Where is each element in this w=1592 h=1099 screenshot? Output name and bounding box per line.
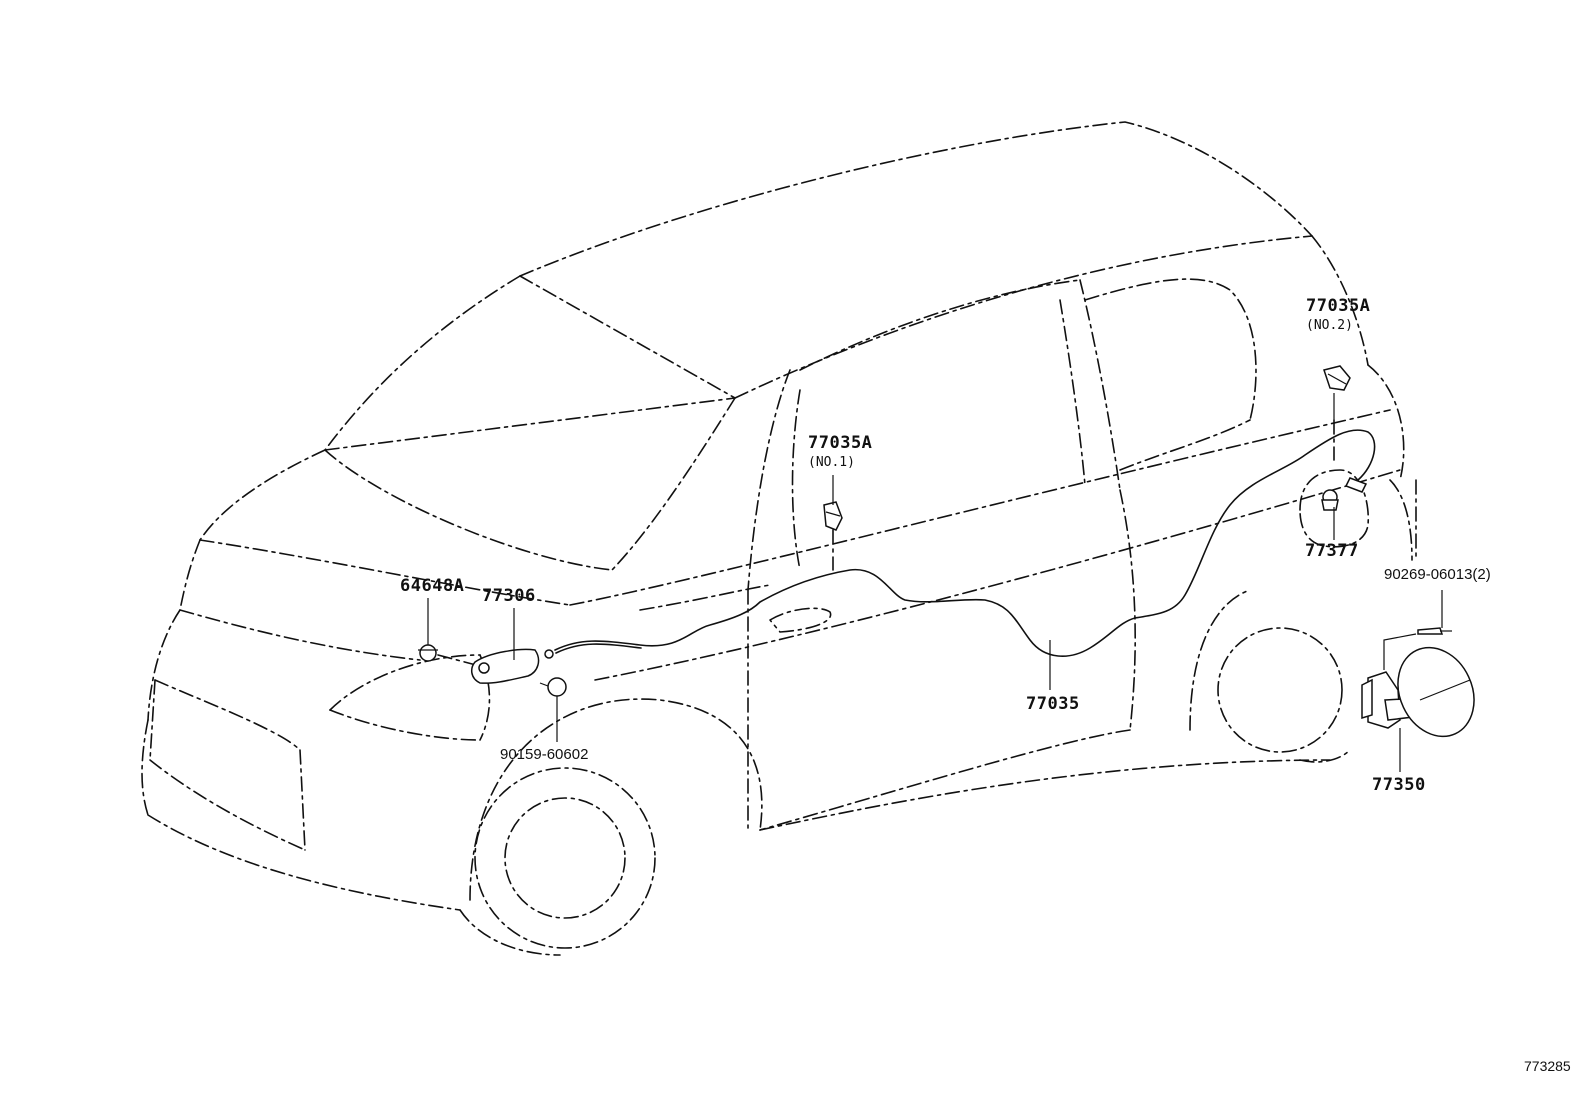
cable-clamp-no2-icon bbox=[1323, 365, 1351, 391]
callout-77035A-no1-part: 77035A bbox=[808, 433, 873, 453]
callout-77035: 77035 bbox=[1026, 694, 1080, 714]
cable-end-icon bbox=[1344, 477, 1368, 493]
callout-90159-60602: 90159-60602 bbox=[500, 746, 589, 763]
grommet-icon bbox=[1321, 489, 1339, 511]
callout-77306: 77306 bbox=[482, 586, 536, 606]
callout-90269-06013: 90269-06013(2) bbox=[1384, 566, 1491, 583]
small-screw-icon bbox=[1417, 627, 1452, 635]
callout-77035A-no2-part: 77035A bbox=[1306, 296, 1371, 316]
cable-clamp-no1-icon bbox=[823, 501, 843, 531]
screw-icon bbox=[539, 677, 567, 697]
callout-64648A: 64648A bbox=[400, 576, 465, 596]
callout-77377: 77377 bbox=[1305, 541, 1359, 561]
callout-77035A-no1-note: (NO.1) bbox=[808, 455, 855, 470]
illustration-code: 773285 bbox=[1524, 1058, 1571, 1074]
fuel-lid-assembly-icon bbox=[1361, 633, 1475, 738]
leader-lines bbox=[427, 393, 1443, 772]
opener-lever-icon bbox=[470, 648, 554, 684]
fuel-lid-opener-cable bbox=[554, 429, 1376, 657]
callout-77350: 77350 bbox=[1372, 775, 1426, 795]
callout-77035A-no2-note: (NO.2) bbox=[1306, 318, 1353, 333]
vehicle-body-phantom bbox=[141, 121, 1413, 956]
